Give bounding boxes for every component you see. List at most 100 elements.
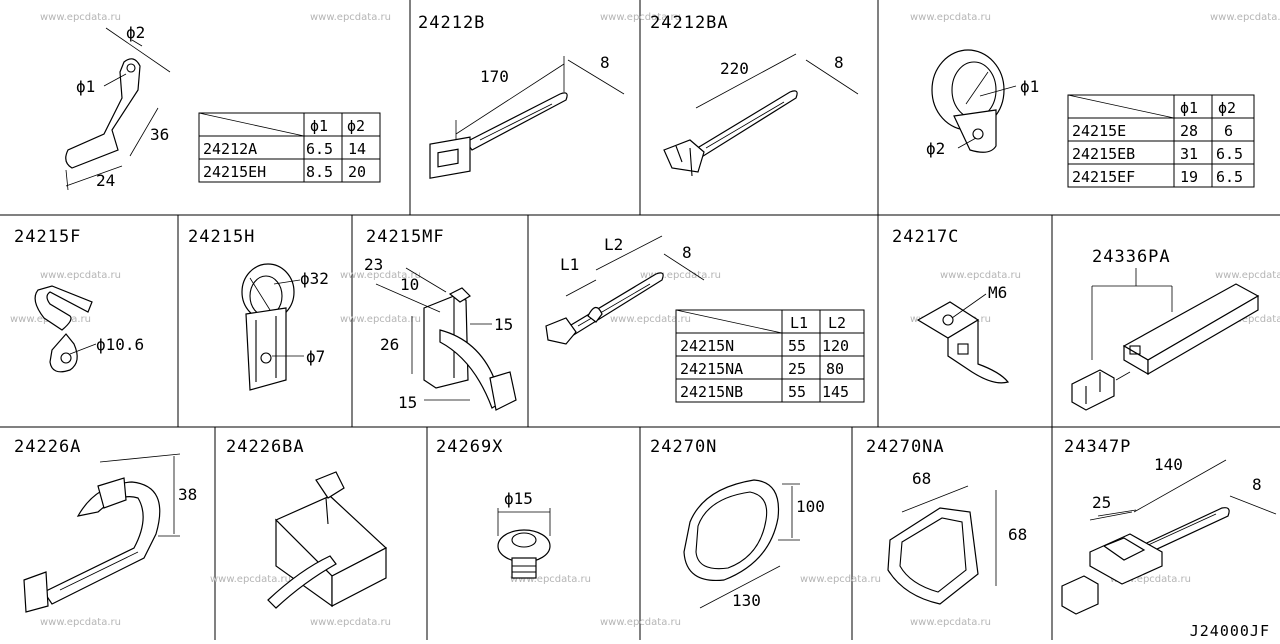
watermark: www.epcdata.ru: [600, 617, 681, 628]
dim-L2: L2: [604, 235, 623, 254]
watermark: www.epcdata.ru: [1210, 12, 1280, 23]
clamp-tab: [953, 109, 997, 153]
panel-24269X: 24269X ϕ15: [436, 437, 551, 579]
part-number: 24215F: [14, 227, 81, 247]
panel-24215MF: 24215MF 23 10 15 26 15: [364, 227, 517, 412]
part-number: 24270NA: [866, 437, 945, 457]
push-rivet-shank: [511, 557, 537, 579]
table-cell: 24212A: [203, 140, 257, 158]
push-rivet-head: [497, 529, 551, 563]
table-cell: 55: [788, 337, 806, 355]
dim-M6: M6: [988, 283, 1007, 302]
part-number: 24347P: [1064, 437, 1131, 457]
part-number: 24269X: [436, 437, 503, 457]
dim-phi1: ϕ1: [1020, 77, 1039, 96]
table-cell: 24215N: [680, 337, 734, 355]
watermark: www.epcdata.ru: [910, 12, 991, 23]
spec-table-24215E: ϕ1 ϕ2 24215E 28 6 24215EB 31 6.5 24215EF…: [1067, 94, 1255, 188]
table-cell: 55: [788, 383, 806, 401]
table-cell: 6.5: [1216, 168, 1243, 186]
part-number: 24226A: [14, 437, 81, 457]
panel-24212A: ϕ2 ϕ1 36 24 ϕ1 ϕ2 24212A 6.5 14 24215EH …: [65, 23, 381, 191]
table-cell: 14: [348, 140, 366, 158]
dim-15-bottom: 15: [398, 393, 417, 412]
grommet-outer: [683, 479, 780, 582]
watermark: www.epcdata.ru: [1215, 314, 1280, 325]
watermark: www.epcdata.ru: [340, 314, 421, 325]
dim-24: 24: [96, 171, 115, 190]
watermark: www.epcdata.ru: [310, 12, 391, 23]
dim-170: 170: [480, 67, 509, 86]
dim-8: 8: [682, 243, 692, 262]
table-header: L2: [828, 314, 846, 332]
panel-24270NA: 24270NA 68 68: [866, 437, 1027, 605]
watermark: www.epcdata.ru: [310, 617, 391, 628]
table-cell: 120: [822, 337, 849, 355]
panel-24215H: 24215H ϕ32 ϕ7: [188, 227, 329, 391]
grommet-triangle-inner: [899, 517, 967, 593]
watermark: www.epcdata.ru: [340, 270, 421, 281]
hole-shape: [972, 128, 984, 140]
dim-10: 10: [400, 275, 419, 294]
clamp-tab: [49, 333, 78, 373]
watermark: www.epcdata.ru: [910, 617, 991, 628]
connector-plug: [1071, 369, 1115, 411]
panel-24217C: 24217C M6: [892, 227, 1010, 384]
dim-phi32: ϕ32: [300, 269, 329, 288]
table-cell: 6.5: [306, 140, 333, 158]
table-cell: 80: [826, 360, 844, 378]
watermark: www.epcdata.ru: [940, 270, 1021, 281]
panel-24336PA: 24336PA: [1071, 247, 1260, 411]
dim-phi15: ϕ15: [504, 489, 533, 508]
spec-table-24212A: ϕ1 ϕ2 24212A 6.5 14 24215EH 8.5 20: [198, 112, 381, 183]
watermark: www.epcdata.ru: [800, 574, 881, 585]
dim-8: 8: [834, 53, 844, 72]
table-cell: 24215NB: [680, 383, 743, 401]
watermark: www.epcdata.ru: [510, 574, 591, 585]
panel-24226A: 24226A 38: [14, 437, 197, 613]
grommet-triangle-outer: [887, 507, 979, 605]
watermark: www.epcdata.ru: [40, 617, 121, 628]
dim-phi10.6: ϕ10.6: [96, 335, 144, 354]
dim-68-right: 68: [1008, 525, 1027, 544]
table-cell: 24215EF: [1072, 168, 1135, 186]
watermark: www.epcdata.ru: [1215, 270, 1280, 281]
dim-25: 25: [1092, 493, 1111, 512]
panel-24215N: L1 L2 8 L1 L2 24215N 55 120 24215NA 25 8…: [545, 235, 865, 403]
panel-24347P: 24347P 25 140 8: [1061, 437, 1277, 615]
table-cell: 19: [1180, 168, 1198, 186]
watermark: www.epcdata.ru: [40, 12, 121, 23]
dim-8: 8: [600, 53, 610, 72]
clip-hook: [439, 329, 503, 409]
dim-phi2: ϕ2: [126, 23, 145, 42]
tie-head: [1061, 575, 1099, 615]
dim-26: 26: [380, 335, 399, 354]
watermark: www.epcdata.ru: [610, 314, 691, 325]
clamp-foot: [23, 571, 49, 613]
bent-strap-shape: [65, 58, 141, 169]
tie-strap: [267, 555, 337, 609]
table-cell: 31: [1180, 145, 1198, 163]
spec-table-24215N: L1 L2 24215N 55 120 24215NA 25 80 24215N…: [675, 309, 865, 403]
table-cell: 6.5: [1216, 145, 1243, 163]
watermark: www.epcdata.ru: [210, 574, 291, 585]
dim-68-top: 68: [912, 469, 931, 488]
cable-tie-head: [545, 317, 577, 345]
dim-38: 38: [178, 485, 197, 504]
bracket-leg: [947, 318, 1010, 384]
dim-140: 140: [1154, 455, 1183, 474]
panel-24215F: 24215F ϕ10.6: [14, 227, 144, 373]
tie-anchor: [587, 306, 603, 323]
table-cell: 25: [788, 360, 806, 378]
wedge-block-side: [331, 547, 387, 607]
part-number: 24226BA: [226, 437, 305, 457]
dim-8: 8: [1252, 475, 1262, 494]
panel-24226BA: 24226BA: [226, 437, 388, 609]
watermark: www.epcdata.ru: [1110, 574, 1191, 585]
dim-36: 36: [150, 125, 169, 144]
table-cell: 28: [1180, 122, 1198, 140]
watermarks: www.epcdata.ru www.epcdata.ru www.epcdat…: [10, 12, 1280, 628]
dim-130: 130: [732, 591, 761, 610]
dim-23: 23: [364, 255, 383, 274]
